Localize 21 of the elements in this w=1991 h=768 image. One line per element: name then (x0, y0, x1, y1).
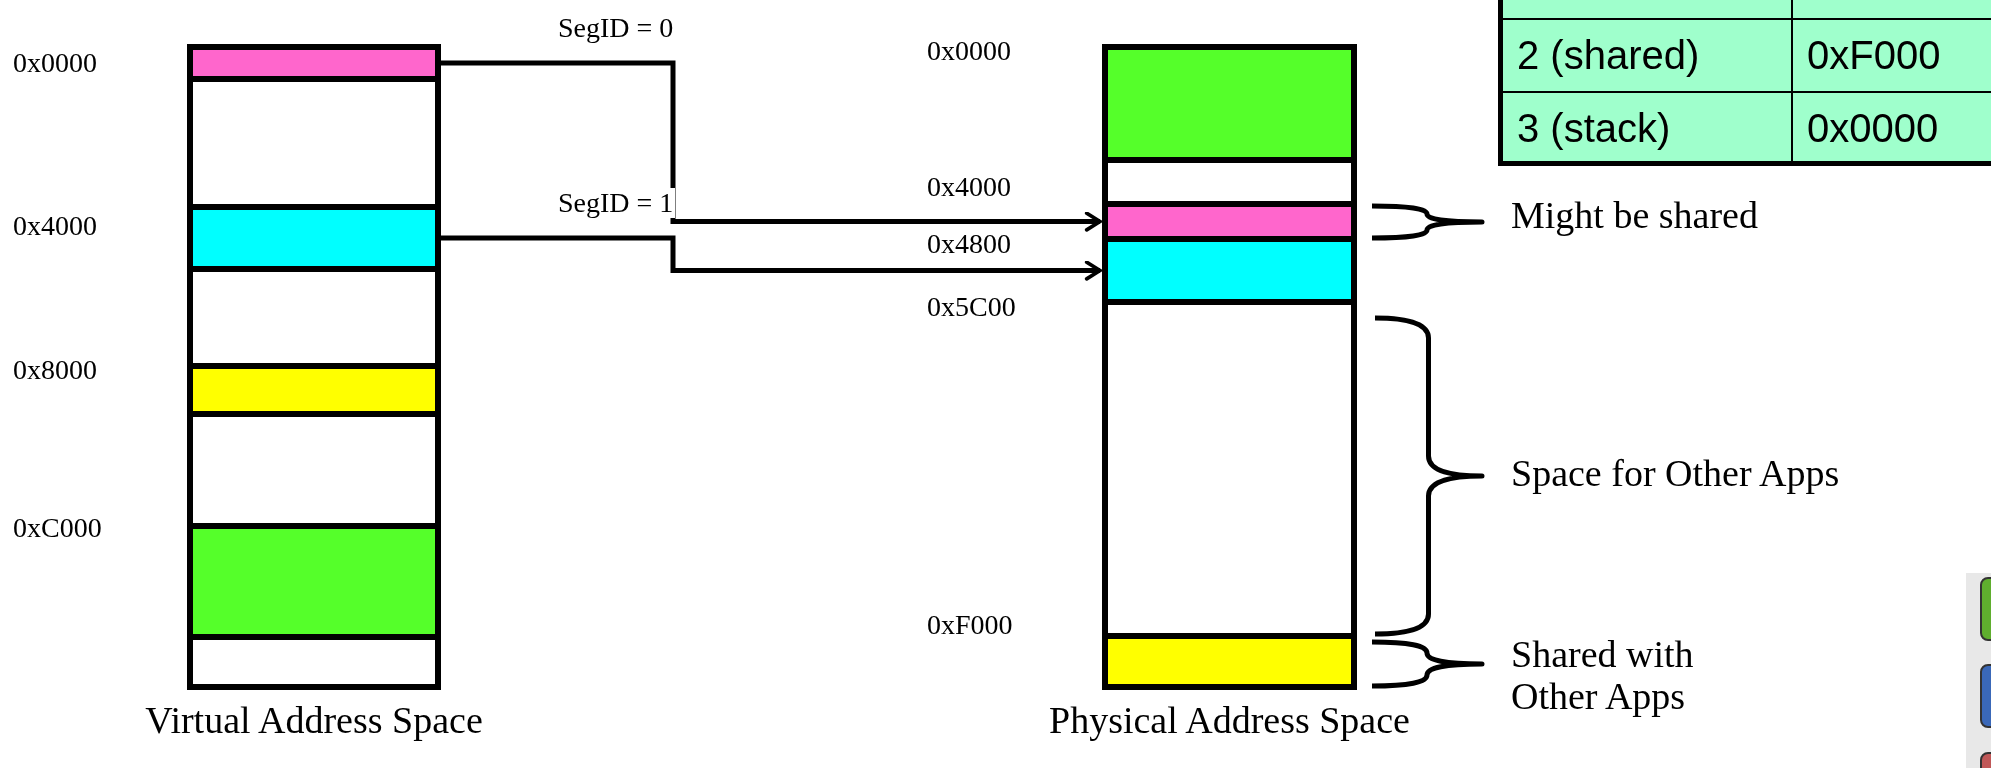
table-cell: 0x0000 (1791, 91, 1991, 166)
arrow (441, 235, 1102, 281)
table-cell: 0xF000 (1791, 18, 1991, 93)
address-label: 0x0000 (927, 36, 1011, 66)
brace-note: Might be shared (1511, 194, 1758, 236)
address-label: 0x4000 (927, 172, 1011, 202)
axis-caption: Virtual Address Space (144, 699, 484, 741)
address-label: 0x8000 (13, 355, 97, 385)
edge-label: SegID = 1 (556, 188, 676, 218)
arrow (441, 60, 1102, 232)
brace-note: Shared with Other Apps (1511, 633, 1695, 717)
address-label: 0x0000 (13, 48, 97, 78)
address-label: 0x4800 (927, 229, 1011, 259)
brace-note: Space for Other Apps (1511, 452, 1840, 494)
table-cell: 2 (shared) (1498, 18, 1793, 93)
address-label: 0xF000 (927, 610, 1013, 640)
address-label: 0x4000 (13, 211, 97, 241)
axis-caption: Physical Address Space (1048, 699, 1411, 741)
address-label: 0xC000 (13, 513, 102, 543)
address-label: 0x5C00 (927, 292, 1016, 322)
table-cell: 3 (stack) (1498, 91, 1793, 166)
